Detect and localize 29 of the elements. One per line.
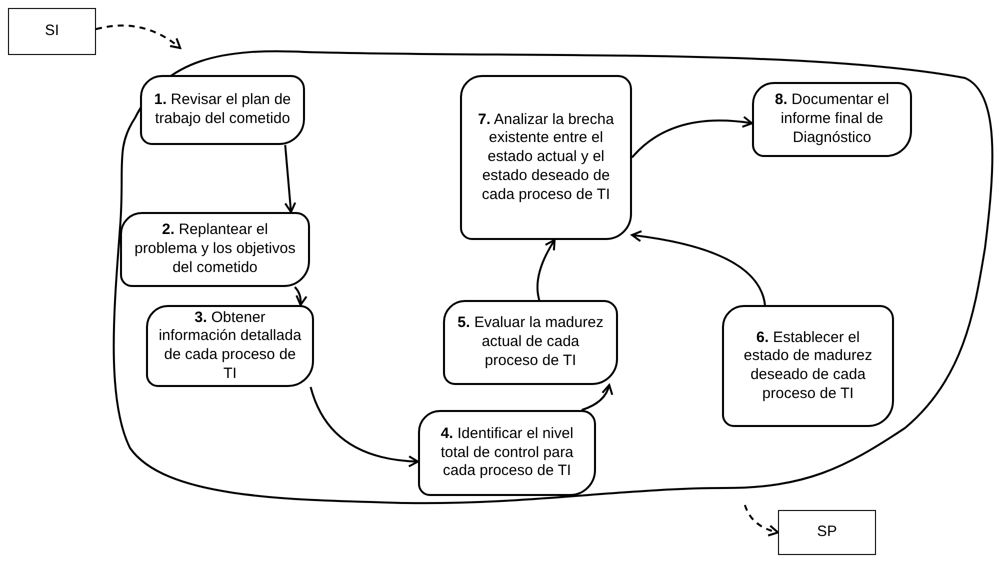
arrow — [581, 384, 613, 411]
step-text: SP — [816, 523, 837, 542]
step-text: 6. Establecer el estado de madurez deseado de cada proceso de TI — [742, 328, 874, 404]
process-box — [443, 300, 618, 385]
arrow — [536, 239, 556, 300]
arrow — [284, 144, 296, 213]
step-text: 8. Documentar el informe final de Diagnóstico — [774, 91, 890, 148]
step-text: 2. Replantear el problema y los objetivos del cometido — [134, 221, 296, 278]
arrow — [744, 504, 779, 536]
step-text: 3. Obtener información detallada de cada proceso de TI — [158, 308, 302, 384]
process-box — [722, 305, 894, 427]
io-box — [8, 8, 96, 55]
step-text: 7. Analizar la brecha existente entre el estado actual y el estado deseado de cada proceso de TI — [477, 110, 615, 204]
step-text: 5. Evaluar la madurez actual de cada proceso de TI — [456, 314, 604, 371]
process-box — [418, 410, 596, 496]
arrow — [294, 286, 308, 306]
arrow — [631, 116, 753, 158]
process-box — [752, 82, 912, 157]
arrow — [631, 230, 766, 306]
step-text: SI — [44, 22, 60, 41]
step-text: 4. Identificar el nivel total de control para cada proceso de TI — [440, 424, 574, 482]
process-box — [460, 75, 632, 240]
arrow — [310, 386, 419, 468]
step-text: 1. Revisar el plan de trabajo del cometido — [153, 91, 292, 129]
io-box — [778, 510, 876, 555]
process-box — [120, 212, 310, 287]
process-box — [140, 75, 305, 145]
arrow — [96, 24, 182, 49]
process-box — [146, 305, 314, 387]
